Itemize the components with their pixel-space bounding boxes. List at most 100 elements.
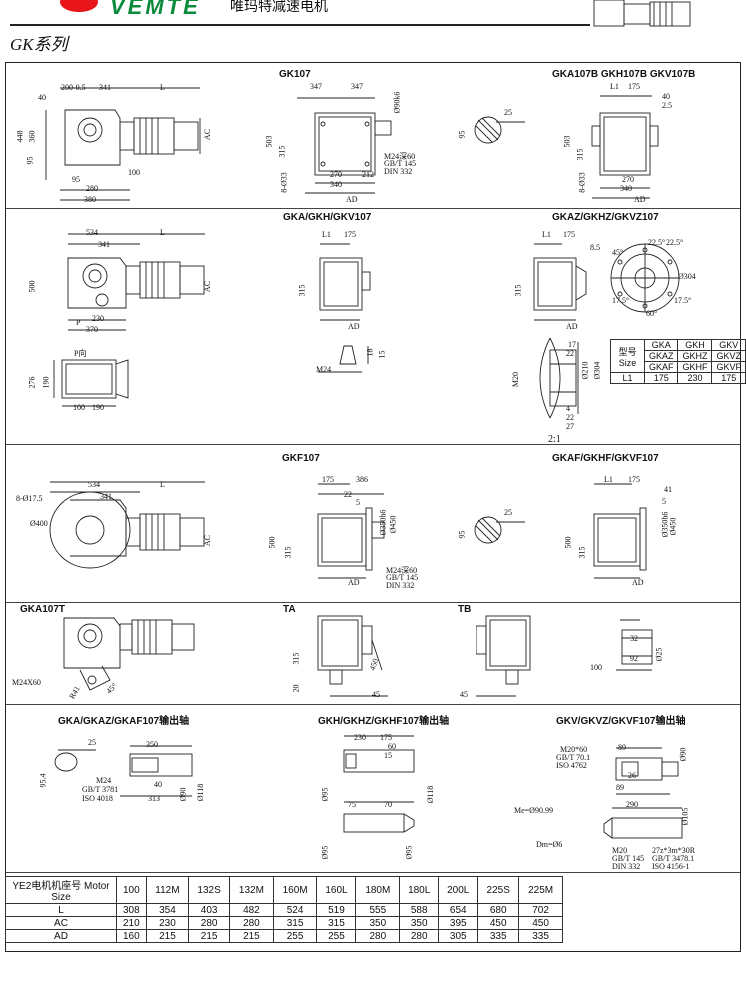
drawing-keyway-1 xyxy=(474,116,525,144)
dimension-label: 341 xyxy=(99,83,111,92)
dimension-label: AD xyxy=(634,195,646,204)
table-header-cell: 160M xyxy=(272,876,318,904)
drawing-p-view xyxy=(53,359,129,407)
dimension-label: 212 xyxy=(362,170,374,179)
table-cell: 255 xyxy=(316,929,357,943)
dimension-label: ISO 4156-1 xyxy=(652,862,690,871)
dimension-label: 315 xyxy=(277,145,287,158)
dimension-label: 503 xyxy=(562,135,572,148)
dimension-label: Ø350h6 xyxy=(378,509,388,536)
dimension-label: Ø400 xyxy=(30,519,48,528)
table-header-cell: 180L xyxy=(399,876,440,904)
table-cell: 160 xyxy=(116,929,147,943)
table-cell: 305 xyxy=(438,929,479,943)
dimension-label: 175 xyxy=(628,82,640,91)
dimension-label: 100 xyxy=(128,168,140,177)
dimension-label: 18 xyxy=(365,348,375,357)
dimension-label: 22 xyxy=(344,490,352,499)
dimension-label: 5 xyxy=(662,497,666,506)
dimension-label: Ø95 xyxy=(404,845,414,860)
drawing-center-hole xyxy=(318,345,369,373)
table-header-cell: 100 xyxy=(116,876,147,904)
table-cell: GKV xyxy=(711,339,746,351)
dimension-label: AC xyxy=(203,128,213,141)
motor-size-table: YE2电机机座号 Motor Size 100 112M 132S 132M 1… xyxy=(5,876,563,943)
dimension-label: 341 xyxy=(100,492,112,501)
table-cell: 450 xyxy=(477,916,520,930)
dimension-label: AD xyxy=(632,578,644,587)
table-cell: 210 xyxy=(116,916,147,930)
dimension-label: 60 xyxy=(388,742,396,751)
dimension-label: 95 xyxy=(72,175,80,184)
drawing-gkf107-front xyxy=(317,483,385,579)
dimension-label: M24X60 xyxy=(12,678,41,687)
dimension-label: 75 xyxy=(348,800,356,809)
section-gka107 xyxy=(6,209,740,445)
dimension-label: 175 xyxy=(563,230,575,239)
dimension-label: Ø304 xyxy=(592,361,602,380)
dimension-label: AC xyxy=(203,534,213,547)
section-gk107 xyxy=(6,63,740,209)
dimension-label: 175 xyxy=(628,475,640,484)
dimension-label: 25 xyxy=(504,508,512,517)
page-header: VEMTE 唯玛特减速电机 GK系列 xyxy=(0,0,746,60)
dimension-label: 100 xyxy=(73,403,85,412)
dimension-label: GB/T 145 xyxy=(612,854,645,863)
dimension-label: 270 xyxy=(330,170,342,179)
section-output-shafts xyxy=(6,705,740,873)
dimension-label: M24深60 xyxy=(386,566,418,575)
dimension-label: Ø118 xyxy=(426,785,436,804)
dimension-label: 341 xyxy=(98,240,110,249)
table-cell: GKHZ xyxy=(677,350,713,362)
dimension-label: DIN 332 xyxy=(612,862,641,871)
dimension-label: 20 xyxy=(291,684,301,693)
dimension-label: 22 xyxy=(566,413,574,422)
table-header-cell: 132M xyxy=(229,876,274,904)
dimension-label: Ø95 xyxy=(320,787,330,802)
label-gka107: GKA/GKH/GKV107 xyxy=(283,212,372,223)
table-header-cell: 160L xyxy=(316,876,357,904)
dimension-label: Ø450 xyxy=(668,517,678,536)
label-gkaz107: GKAZ/GKHZ/GKVZ107 xyxy=(552,212,659,223)
table-cell: 215 xyxy=(229,929,274,943)
dimension-label: L xyxy=(160,83,165,92)
label-gk107: GK107 xyxy=(279,69,311,80)
dimension-label: GB/T 145 xyxy=(386,573,419,582)
table-cell: L1 xyxy=(610,372,645,384)
brand-logo xyxy=(60,0,98,12)
table-cell: 280 xyxy=(229,916,274,930)
table-cell: GKAZ xyxy=(643,350,679,362)
dimension-label: 347 xyxy=(351,82,363,91)
dimension-label: 315 xyxy=(513,284,523,297)
dimension-label: 313 xyxy=(148,794,160,803)
dimension-label: 95 xyxy=(25,156,35,165)
dimension-label: 95 xyxy=(457,130,467,139)
drawing-sheet xyxy=(5,62,741,952)
table-cell: 230 xyxy=(145,916,190,930)
dimension-label: GB/T 145 xyxy=(384,159,417,168)
drawing-gka107-front xyxy=(319,243,371,321)
dimension-label: 8-Ø33 xyxy=(279,172,289,193)
table-cell: GKHF xyxy=(677,361,713,373)
dimension-label: 22.5° xyxy=(666,238,684,247)
table-cell: GKA xyxy=(643,339,679,351)
dimension-label: M20 xyxy=(511,371,521,388)
dimension-label: 175 xyxy=(380,733,392,742)
dimension-label: Ø118 xyxy=(196,783,206,802)
dimension-label: 15 xyxy=(377,350,387,359)
table-cell: GKVF xyxy=(711,361,746,373)
dimension-label: M20*60 xyxy=(560,745,588,754)
dimension-label: Ø450 xyxy=(388,515,398,534)
dimension-label: 45 xyxy=(372,690,380,699)
series-title: GK系列 xyxy=(10,35,68,54)
dimension-label: 17 xyxy=(568,340,576,349)
table-cell: 315 xyxy=(272,916,318,930)
label-ta: TA xyxy=(283,604,296,615)
section-gkf107 xyxy=(6,445,740,603)
table-cell: GKVZ xyxy=(711,350,746,362)
table-cell: 350 xyxy=(399,916,440,930)
drawing-gka107b xyxy=(591,95,659,199)
table-cell: 型号 Size xyxy=(610,339,645,373)
dimension-label: Ø304 xyxy=(678,272,696,281)
